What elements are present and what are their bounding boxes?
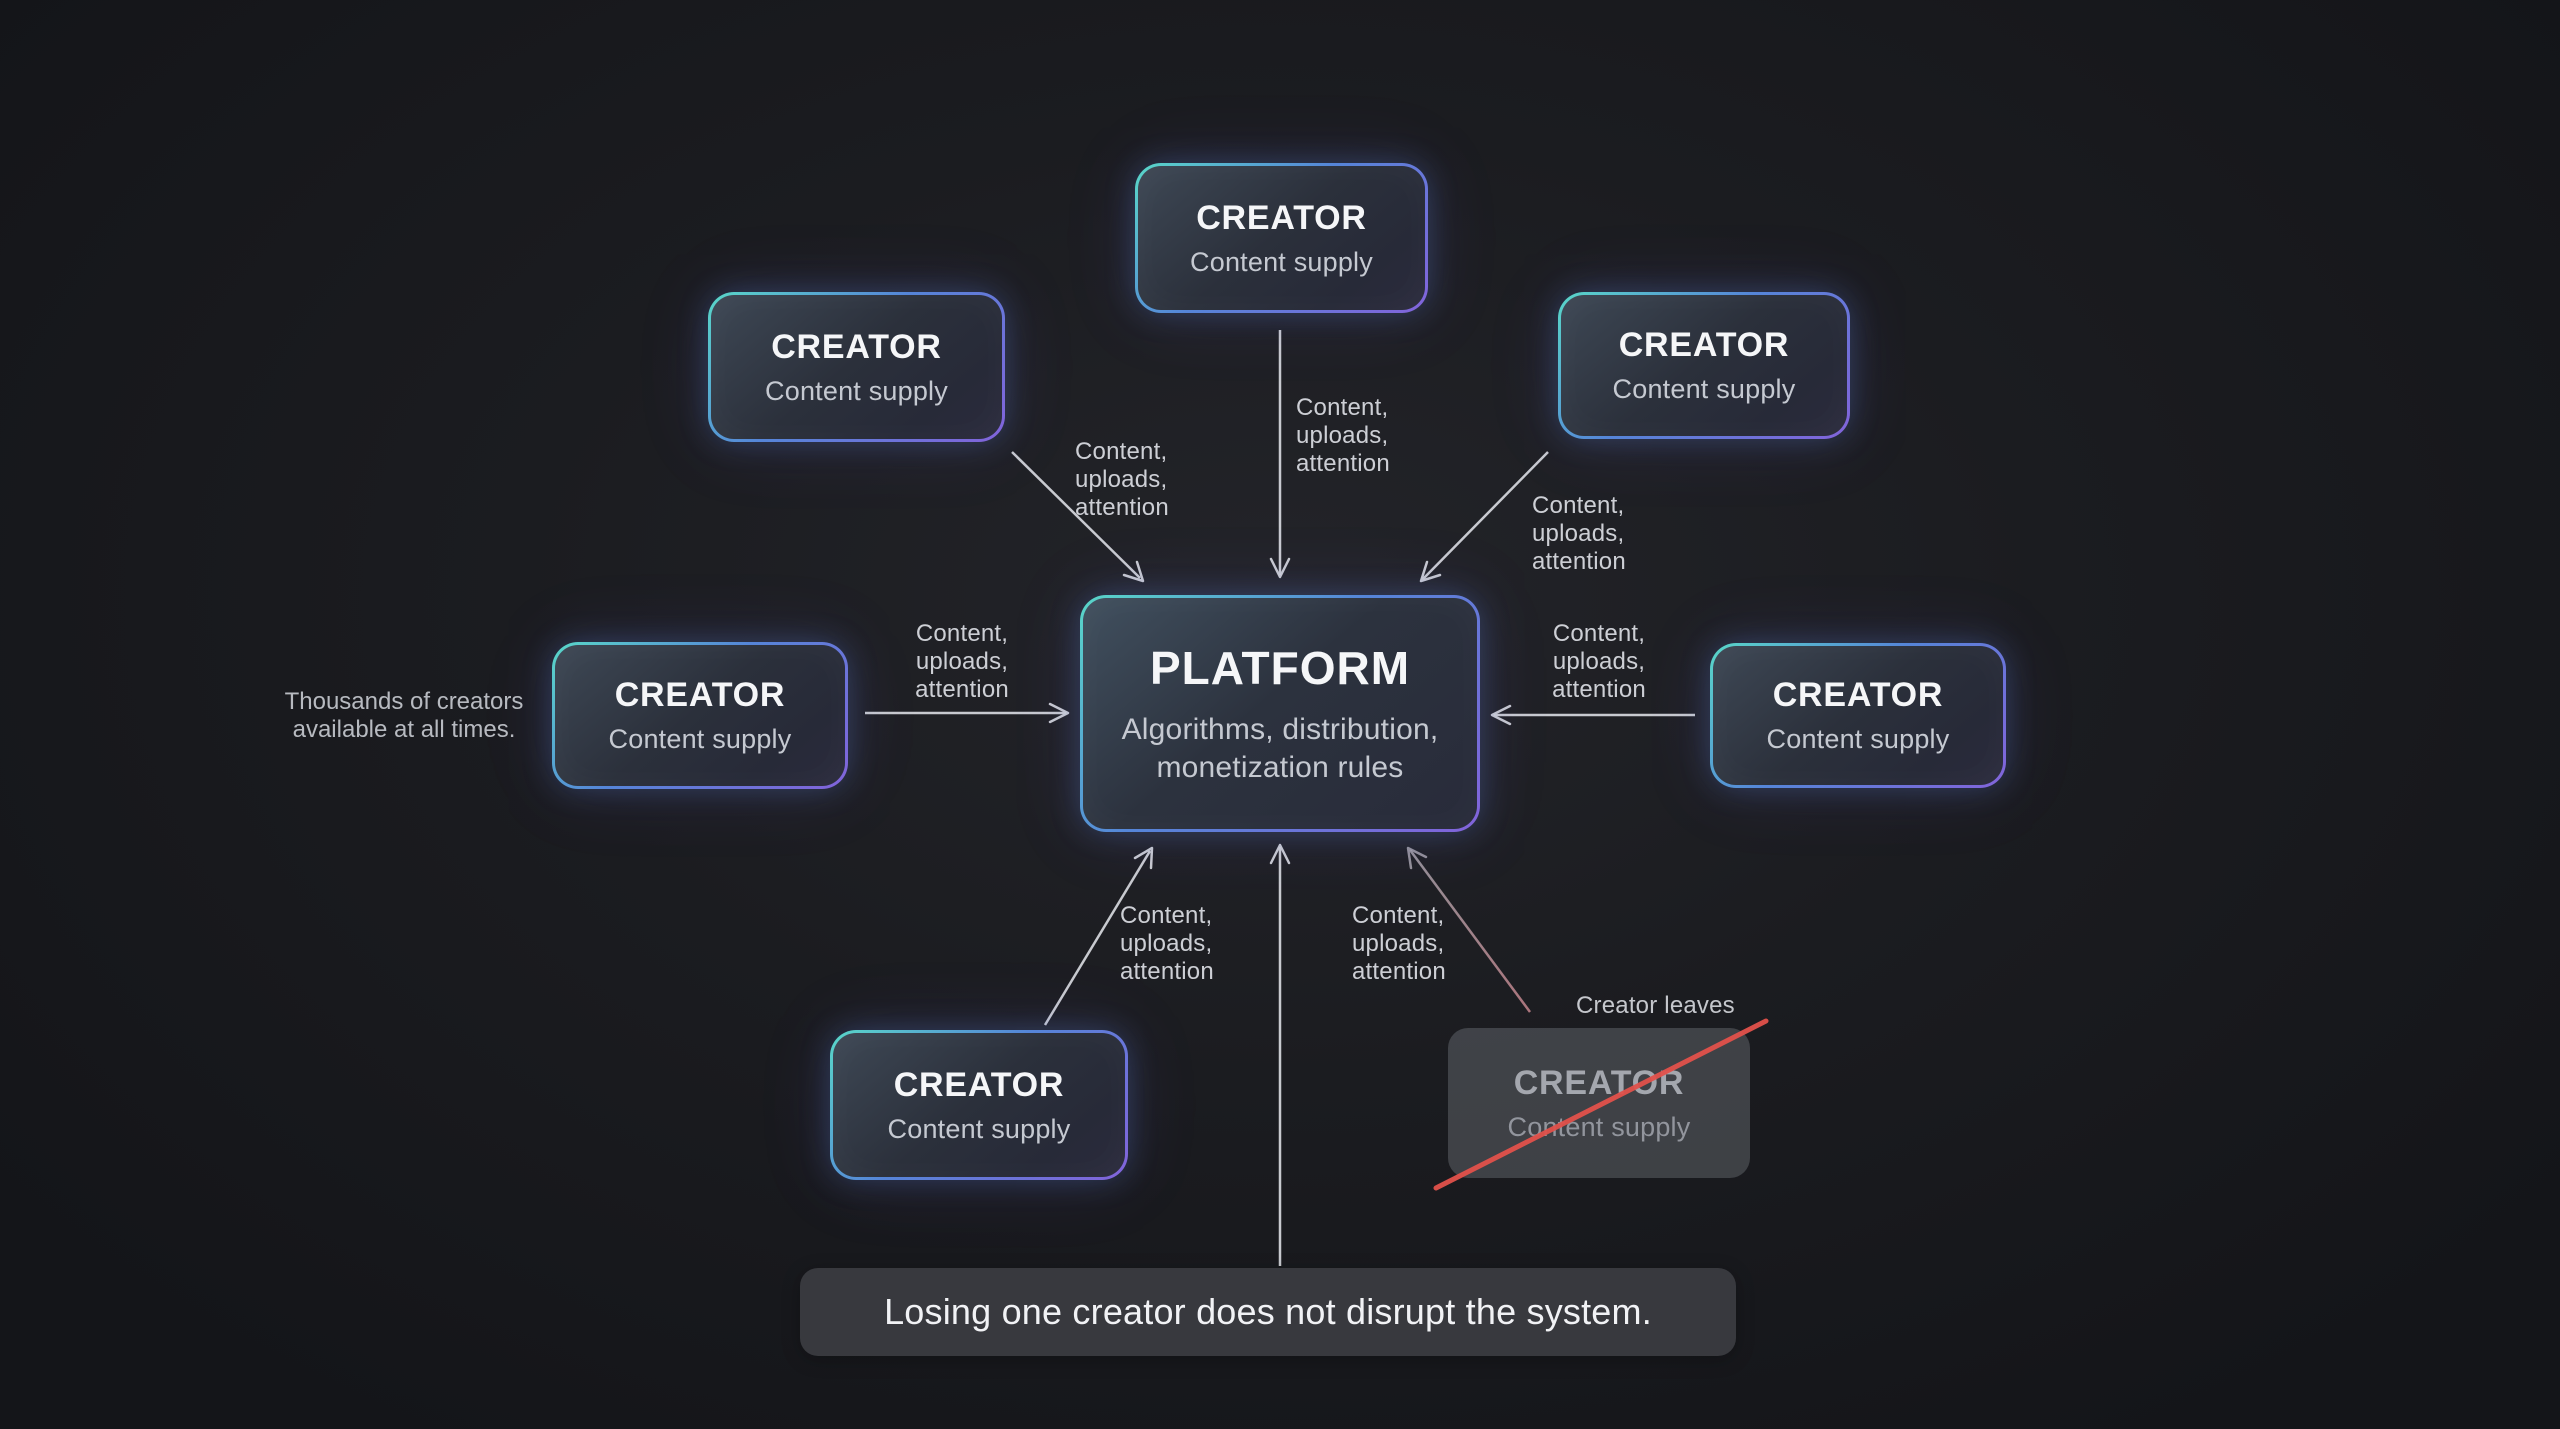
strike-line	[1433, 1018, 1769, 1191]
arrow-faded-creator-to-platform	[1406, 846, 1532, 1013]
creator-subtitle: Content supply	[608, 724, 792, 754]
edge-label-line: uploads,	[1296, 422, 1389, 449]
edge-label-left: Content, uploads, attention	[862, 620, 1062, 704]
edge-label-line: Content,	[915, 620, 1009, 647]
creator-title: CREATOR	[1772, 676, 1944, 714]
creator-box-bottom-left: CREATOR Content supply	[830, 1030, 1128, 1180]
creator-title: CREATOR	[1618, 326, 1790, 364]
creator-subtitle: Content supply	[1612, 374, 1796, 404]
creator-title: CREATOR	[614, 676, 786, 714]
creator-box-right: CREATOR Content supply	[1710, 643, 2006, 788]
edge-label-bottom-right: Content, uploads, attention	[1352, 902, 1446, 986]
creator-box-top: CREATOR Content supply	[1135, 163, 1428, 313]
creator-subtitle: Content supply	[887, 1113, 1071, 1144]
edge-label-bottom-left: Content, uploads, attention	[1120, 902, 1214, 986]
side-note: Thousands of creators available at all t…	[254, 688, 554, 744]
creator-subtitle: Content supply	[765, 375, 948, 406]
side-note-line: Thousands of creators	[284, 688, 524, 715]
edge-label-line: uploads,	[915, 648, 1009, 675]
edge-label-line: attention	[1120, 958, 1214, 985]
arrow-top-right-creator-to-platform	[1419, 451, 1549, 583]
arrow-bottom-center-to-platform	[1269, 843, 1291, 1266]
platform-box: PLATFORM Algorithms, distribution, monet…	[1080, 595, 1480, 832]
edge-label-line: Content,	[1075, 438, 1168, 465]
creator-box-top-right: CREATOR Content supply	[1558, 292, 1850, 439]
arrow-top-left-creator-to-platform	[1011, 451, 1145, 583]
edge-label-right: Content, uploads, attention	[1499, 620, 1699, 704]
edge-label-line: attention	[1352, 958, 1446, 985]
edge-label-line: attention	[1532, 548, 1626, 575]
creator-box-left-body: CREATOR Content supply	[555, 645, 845, 786]
edge-label-line: uploads,	[1075, 466, 1168, 493]
platform-box-body: PLATFORM Algorithms, distribution, monet…	[1083, 598, 1477, 829]
arrow-top-creator-to-platform	[1269, 330, 1291, 579]
edge-label-line: Content,	[1120, 902, 1213, 929]
creator-title: CREATOR	[771, 327, 942, 366]
creator-box-top-right-body: CREATOR Content supply	[1561, 295, 1847, 436]
creator-title: CREATOR	[893, 1065, 1065, 1104]
platform-subtitle-line: monetization rules	[1156, 750, 1404, 784]
creator-box-top-left: CREATOR Content supply	[708, 292, 1005, 442]
side-note-line: available at all times.	[292, 716, 516, 743]
creator-box-right-body: CREATOR Content supply	[1713, 646, 2003, 785]
creator-box-bottom-left-body: CREATOR Content supply	[833, 1033, 1125, 1177]
edge-label-line: Content,	[1296, 394, 1389, 421]
caption-pill: Losing one creator does not disrupt the …	[800, 1268, 1736, 1356]
edge-label-top-left: Content, uploads, attention	[1075, 438, 1169, 522]
edge-label-line: uploads,	[1552, 648, 1646, 675]
edge-label-line: uploads,	[1352, 930, 1445, 957]
creator-leaves-annotation: Creator leaves	[1576, 992, 1735, 1019]
creator-subtitle: Content supply	[1766, 724, 1950, 754]
edge-label-line: Content,	[1532, 492, 1625, 519]
caption-text: Losing one creator does not disrupt the …	[884, 1291, 1652, 1332]
edge-label-line: attention	[1552, 676, 1646, 703]
edge-label-line: attention	[1075, 494, 1169, 521]
creator-box-top-body: CREATOR Content supply	[1138, 166, 1425, 310]
arrow-bottom-left-creator-to-platform	[1043, 846, 1154, 1026]
platform-subtitle: Algorithms, distribution, monetization r…	[1122, 711, 1439, 787]
creator-title: CREATOR	[1513, 1063, 1685, 1102]
arrow-right-creator-to-platform	[1490, 704, 1695, 726]
platform-subtitle-line: Algorithms, distribution,	[1121, 712, 1439, 746]
edge-label-top-right: Content, uploads, attention	[1532, 492, 1626, 576]
edge-label-line: Content,	[1552, 620, 1646, 647]
arrow-left-creator-to-platform	[865, 702, 1070, 724]
creator-box-top-left-body: CREATOR Content supply	[711, 295, 1002, 439]
creator-title: CREATOR	[1196, 198, 1367, 237]
edge-label-top-center: Content, uploads, attention	[1296, 394, 1390, 478]
creator-box-leaving-body: CREATOR Content supply	[1448, 1028, 1750, 1178]
platform-title: PLATFORM	[1149, 641, 1411, 694]
edge-label-line: attention	[915, 676, 1009, 703]
edge-label-line: uploads,	[1120, 930, 1213, 957]
creator-box-left: CREATOR Content supply	[552, 642, 848, 789]
edge-label-line: Content,	[1352, 902, 1445, 929]
edge-label-line: attention	[1296, 450, 1390, 477]
edge-label-line: uploads,	[1532, 520, 1625, 547]
creator-subtitle: Content supply	[1190, 246, 1373, 277]
